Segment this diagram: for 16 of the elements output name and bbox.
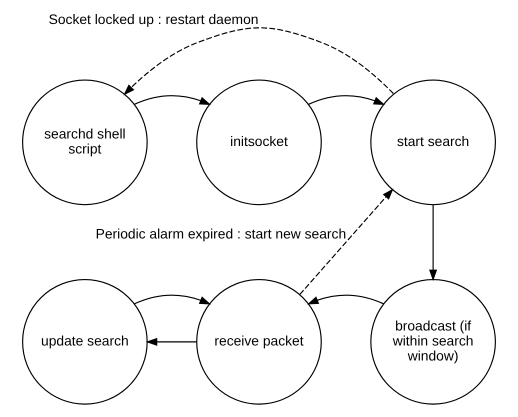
node-circle: broadcast (if within search window) bbox=[370, 279, 496, 405]
arrow bbox=[308, 95, 386, 105]
arrow bbox=[123, 27, 394, 96]
node-circle: initsocket bbox=[196, 80, 322, 206]
edge-label: Socket locked up : restart daemon bbox=[48, 10, 258, 27]
arrow bbox=[134, 294, 212, 304]
node-circle: start search bbox=[370, 80, 496, 206]
arrow bbox=[307, 294, 384, 304]
node-circle: receive packet bbox=[196, 279, 322, 405]
arrow bbox=[299, 188, 394, 295]
node-circle: update search bbox=[22, 279, 148, 405]
edge-label: Periodic alarm expired : start new search bbox=[96, 225, 346, 242]
node-circle: searchd shell script bbox=[22, 80, 148, 206]
arrow bbox=[146, 338, 197, 346]
arrow bbox=[429, 204, 438, 282]
arrow bbox=[134, 95, 212, 105]
